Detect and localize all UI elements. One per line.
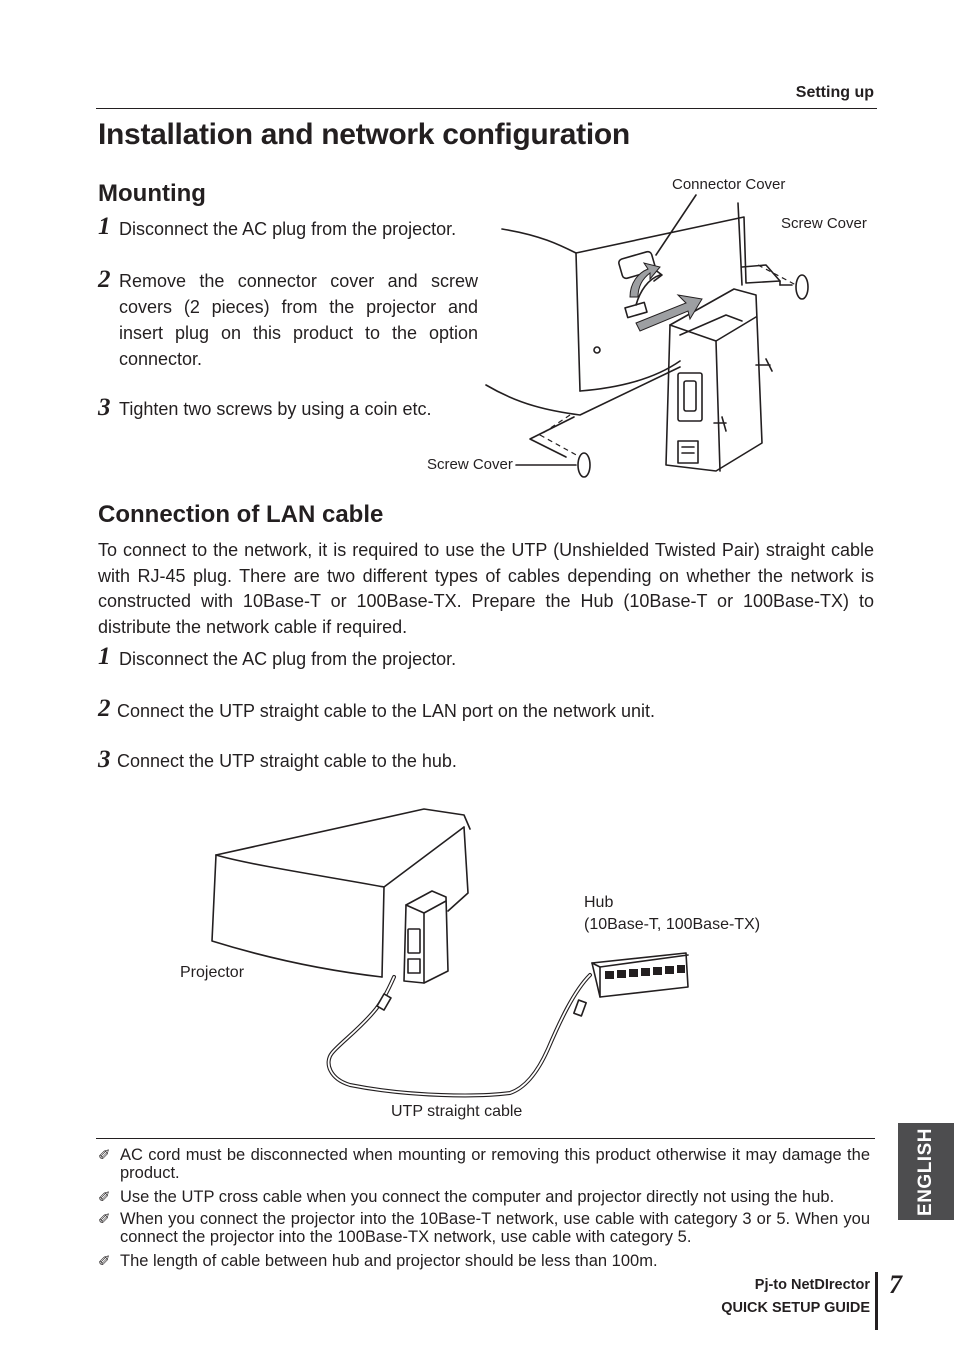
note-text: Use the UTP cross cable when you connect… [120, 1188, 835, 1206]
page-title: Installation and network configuration [98, 118, 630, 151]
pencil-note-icon: ✐ [98, 1147, 111, 1164]
screw-cover-bottom-label: Screw Cover [427, 456, 513, 473]
note-text: AC cord must be disconnected when mounti… [120, 1146, 870, 1182]
language-tab-label: ENGLISH [915, 1127, 936, 1216]
mounting-heading: Mounting [98, 180, 206, 207]
hub-label: Hub [584, 894, 614, 911]
section-label: Setting up [795, 84, 874, 101]
step-number: 2 [98, 266, 111, 293]
step-number: 3 [98, 394, 111, 421]
footer-product: Pj-to NetDIrector [754, 1277, 870, 1293]
lan-heading: Connection of LAN cable [98, 501, 384, 528]
lan-diagram [211, 808, 689, 1098]
step-text: Tighten two screws by using a coin etc. [119, 399, 432, 419]
step-text: Remove the connector cover and screw cov… [119, 271, 478, 369]
note-item: ✐ AC cord must be disconnected when mount… [98, 1146, 874, 1182]
step-text: Connect the UTP straight cable to the LA… [117, 701, 655, 721]
language-tab: ENGLISH [898, 1123, 954, 1220]
lan-intro: To connect to the network, it is require… [98, 540, 874, 637]
pencil-note-icon: ✐ [98, 1189, 111, 1206]
footer-guide: QUICK SETUP GUIDE [721, 1300, 870, 1316]
hub-types-label: (10Base-T, 100Base-TX) [584, 916, 761, 933]
pencil-note-icon: ✐ [98, 1211, 111, 1228]
screw-cover-top-label: Screw Cover [781, 215, 867, 232]
projector-label: Projector [180, 964, 245, 981]
header-rule [96, 108, 877, 109]
step-text: Disconnect the AC plug from the projecto… [119, 649, 457, 669]
step-text: Disconnect the AC plug from the projecto… [119, 219, 457, 239]
step-number: 1 [98, 643, 111, 670]
step-number: 1 [98, 213, 111, 240]
step-text: Connect the UTP straight cable to the hu… [117, 751, 457, 771]
footer-divider [875, 1272, 878, 1330]
notes-rule [96, 1138, 875, 1139]
page-number: 7 [889, 1270, 902, 1299]
pencil-note-icon: ✐ [98, 1253, 111, 1270]
note-item: ✐ The length of cable between hub and pro… [98, 1252, 874, 1271]
note-text: When you connect the projector into the … [120, 1210, 870, 1246]
step-number: 2 [98, 695, 111, 722]
cable-label: UTP straight cable [391, 1103, 523, 1120]
note-item: ✐ Use the UTP cross cable when you connec… [98, 1188, 874, 1207]
connector-cover-label: Connector Cover [672, 176, 786, 193]
mounting-diagram [485, 194, 809, 478]
step-number: 3 [98, 746, 111, 773]
note-text: The length of cable between hub and proj… [120, 1252, 658, 1270]
note-item: ✐ When you connect the projector into the… [98, 1210, 874, 1246]
